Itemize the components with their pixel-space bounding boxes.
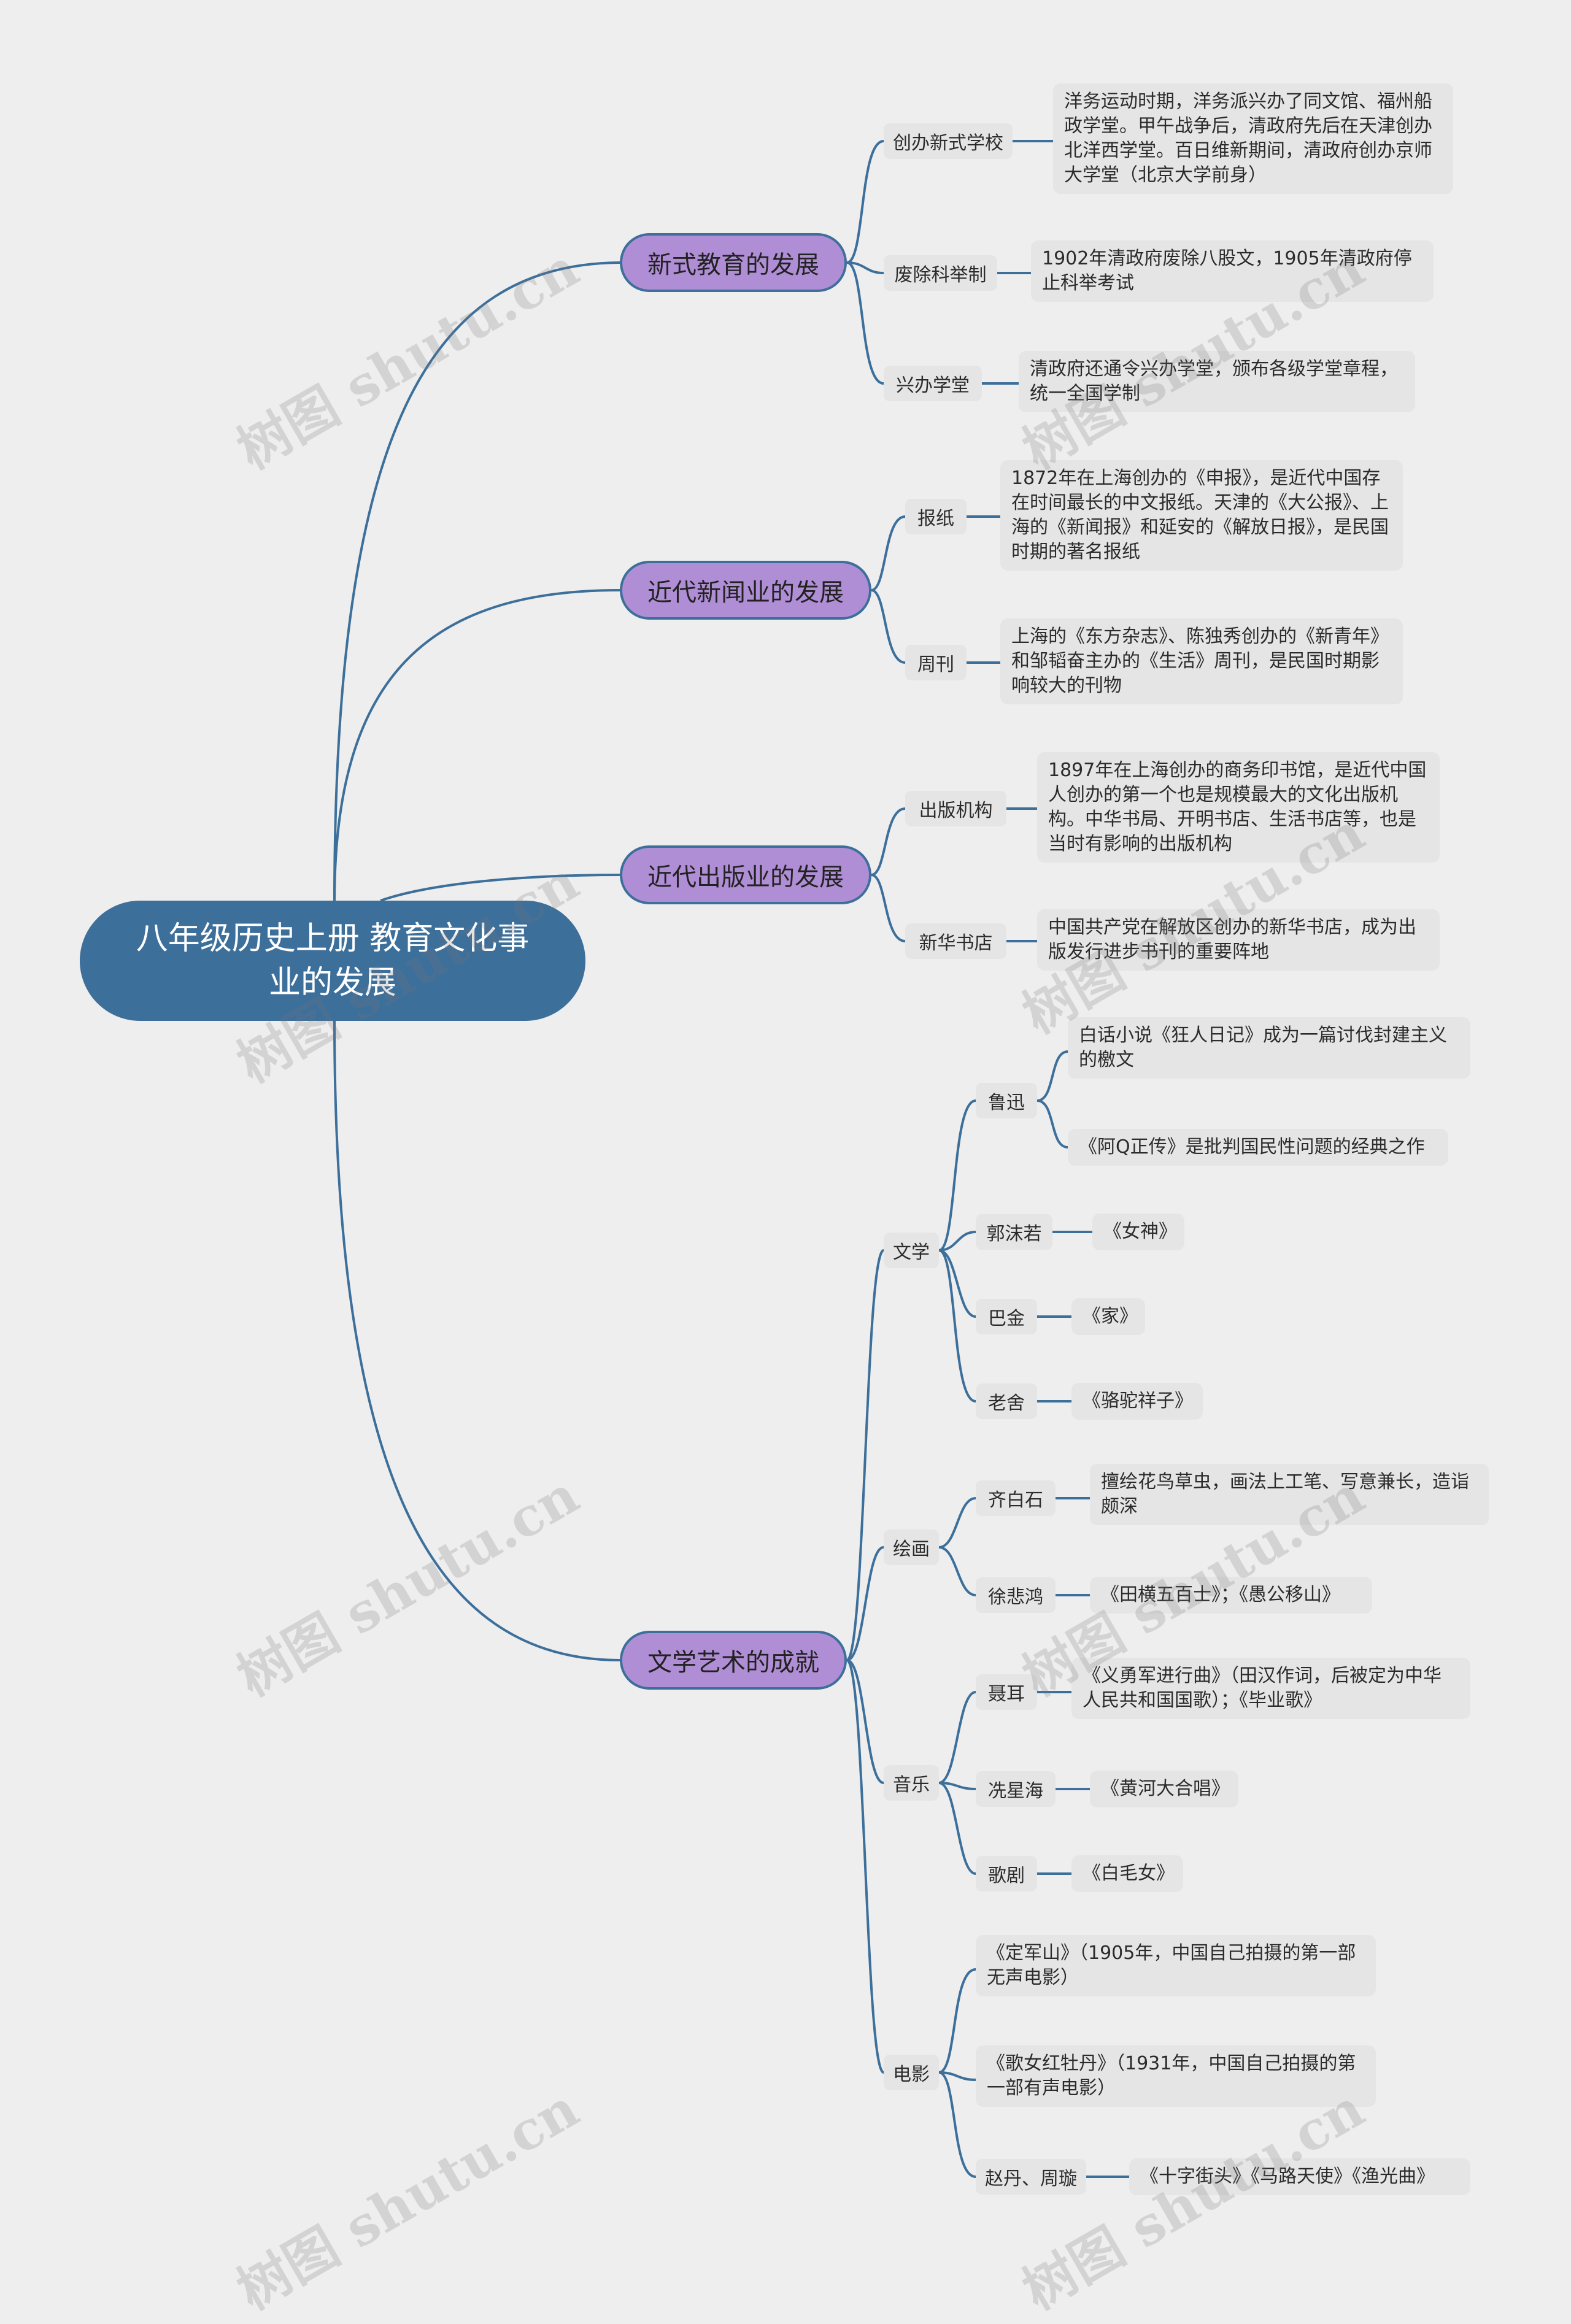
subtopic-literature[interactable]: 文学 bbox=[884, 1233, 939, 1268]
person-nieer[interactable]: 聂耳 bbox=[976, 1674, 1037, 1710]
subtopic-new-schools[interactable]: 创办新式学校 bbox=[884, 123, 1013, 159]
branch-literature-art[interactable]: 文学艺术的成就 bbox=[620, 1631, 847, 1690]
person-xianxinghai[interactable]: 冼星海 bbox=[976, 1771, 1056, 1807]
work-luxun-1: 白话小说《狂人日记》成为一篇讨伐封建主义的檄文 bbox=[1068, 1017, 1470, 1079]
subtopic-abolish-exam[interactable]: 废除科举制 bbox=[884, 255, 997, 291]
subtopic-newspapers[interactable]: 报纸 bbox=[905, 499, 967, 534]
branch-publishing[interactable]: 近代出版业的发展 bbox=[620, 845, 871, 904]
leaf-new-schools-detail: 洋务运动时期，洋务派兴办了同文馆、福州船政学堂。甲午战争后，清政府先后在天津创办… bbox=[1053, 83, 1453, 194]
leaf-newspapers-detail: 1872年在上海创办的《申报》，是近代中国存在时间最长的中文报纸。天津的《大公报… bbox=[1000, 460, 1403, 571]
work-xianxinghai: 《黄河大合唱》 bbox=[1090, 1771, 1238, 1807]
leaf-abolish-exam-detail: 1902年清政府废除八股文，1905年清政府停止科举考试 bbox=[1031, 240, 1434, 302]
person-luxun[interactable]: 鲁迅 bbox=[976, 1083, 1037, 1118]
work-nieer: 《义勇军进行曲》（田汉作词，后被定为中华人民共和国国歌）；《毕业歌》 bbox=[1071, 1658, 1470, 1719]
leaf-xinhua-detail: 中国共产党在解放区创办的新华书店，成为出版发行进步书刊的重要阵地 bbox=[1037, 909, 1440, 971]
root-topic[interactable]: 八年级历史上册 教育文化事业的发展 bbox=[80, 901, 585, 1021]
work-bajin: 《家》 bbox=[1071, 1298, 1145, 1335]
work-qibaishi: 擅绘花鸟草虫，画法上工笔、写意兼长，造诣颇深 bbox=[1090, 1464, 1489, 1525]
film-genuhongmudan: 《歌女红牡丹》（1931年，中国自己拍摄的第一部有声电影） bbox=[976, 2045, 1376, 2107]
person-guomoruo[interactable]: 郭沫若 bbox=[976, 1214, 1052, 1250]
work-laoshe: 《骆驼祥子》 bbox=[1071, 1383, 1203, 1420]
opera-label[interactable]: 歌剧 bbox=[976, 1856, 1037, 1891]
leaf-publishers-detail: 1897年在上海创办的商务印书馆，是近代中国人创办的第一个也是规模最大的文化出版… bbox=[1037, 752, 1440, 863]
person-laoshe[interactable]: 老舍 bbox=[976, 1383, 1037, 1419]
branch-journalism[interactable]: 近代新闻业的发展 bbox=[620, 561, 871, 620]
person-zhaodan-zhouxuan[interactable]: 赵丹、周璇 bbox=[976, 2159, 1086, 2195]
leaf-weeklies-detail: 上海的《东方杂志》、陈独秀创办的《新青年》和邹韬奋主办的《生活》周刊，是民国时期… bbox=[1000, 618, 1403, 704]
subtopic-publishers[interactable]: 出版机构 bbox=[905, 791, 1006, 826]
subtopic-music[interactable]: 音乐 bbox=[884, 1765, 939, 1801]
subtopic-painting[interactable]: 绘画 bbox=[884, 1529, 939, 1565]
subtopic-weeklies[interactable]: 周刊 bbox=[905, 645, 967, 680]
subtopic-xinhua-bookstore[interactable]: 新华书店 bbox=[905, 923, 1006, 959]
branch-new-education[interactable]: 新式教育的发展 bbox=[620, 233, 847, 292]
person-xubeihong[interactable]: 徐悲鸿 bbox=[976, 1577, 1056, 1613]
subtopic-film[interactable]: 电影 bbox=[884, 2055, 939, 2090]
work-guomoruo: 《女神》 bbox=[1092, 1214, 1184, 1250]
leaf-schools-detail: 清政府还通令兴办学堂，颁布各级学堂章程，统一全国学制 bbox=[1019, 351, 1415, 412]
work-zhaodan-zhouxuan: 《十字街头》《马路天使》《渔光曲》 bbox=[1129, 2158, 1470, 2195]
person-qibaishi[interactable]: 齐白石 bbox=[976, 1480, 1056, 1516]
work-xubeihong: 《田横五百士》；《愚公移山》 bbox=[1090, 1577, 1372, 1614]
work-luxun-2: 《阿Q正传》是批判国民性问题的经典之作 bbox=[1068, 1129, 1448, 1166]
film-dingjunshan: 《定军山》（1905年，中国自己拍摄的第一部无声电影） bbox=[976, 1935, 1376, 1996]
subtopic-schools[interactable]: 兴办学堂 bbox=[884, 366, 982, 401]
person-bajin[interactable]: 巴金 bbox=[976, 1299, 1037, 1334]
work-opera: 《白毛女》 bbox=[1071, 1855, 1183, 1892]
